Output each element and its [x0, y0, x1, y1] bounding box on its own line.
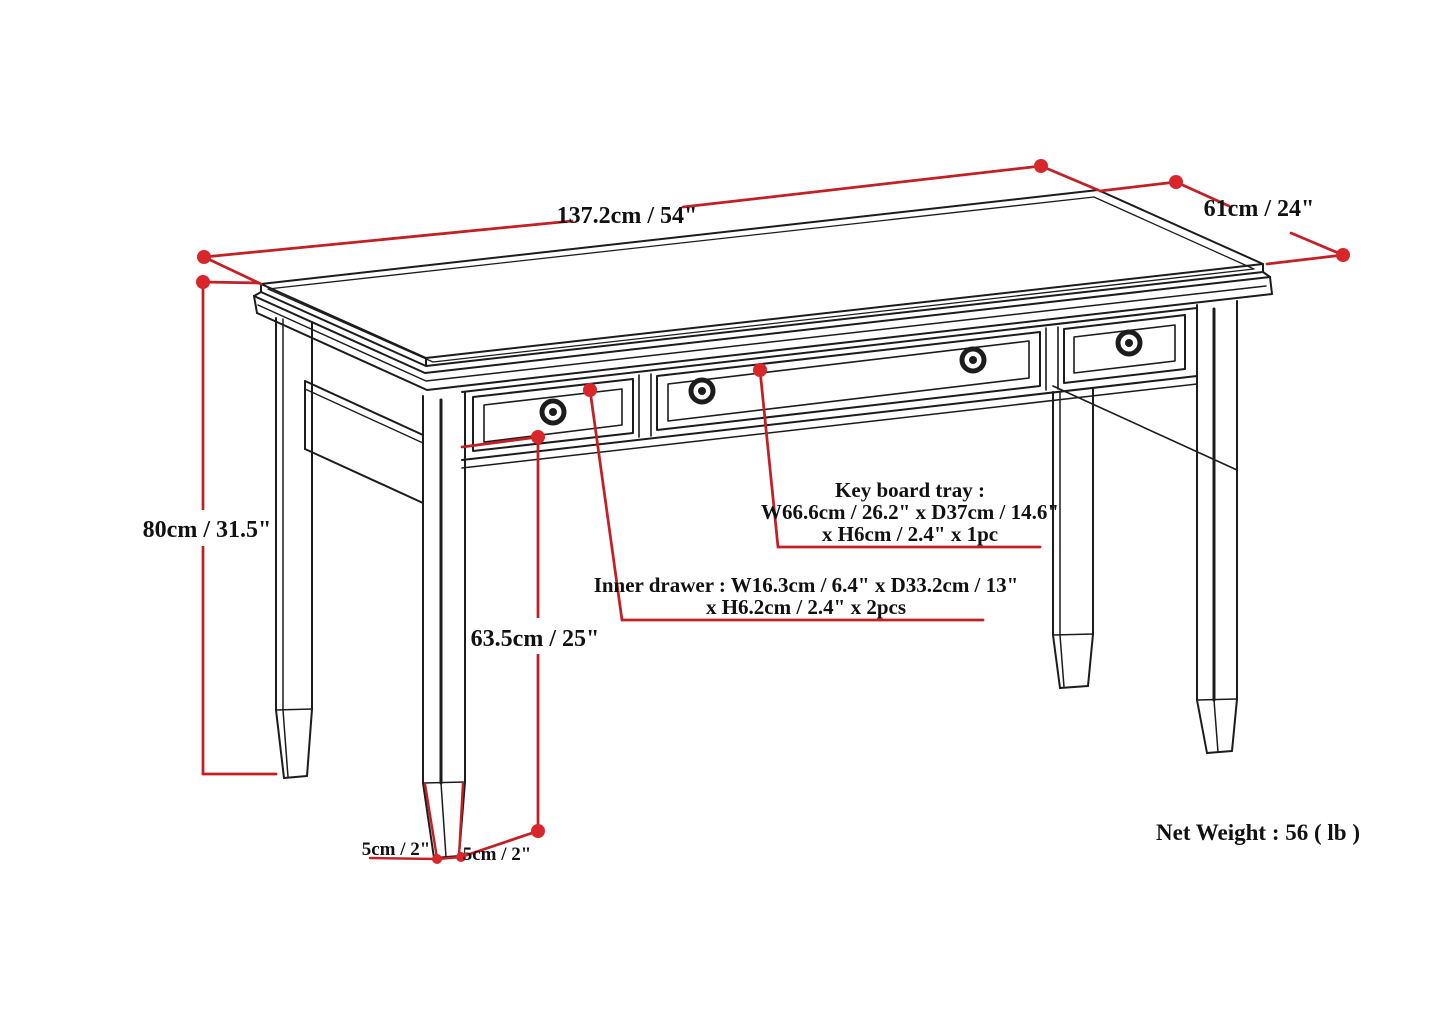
svg-text:x H6cm / 2.4" x 1pc: x H6cm / 2.4" x 1pc	[822, 522, 998, 546]
molding-step	[257, 285, 1267, 382]
back-right-leg	[1052, 387, 1094, 689]
left-drawer	[472, 378, 634, 452]
dim-height-label: 80cm / 31.5"	[143, 517, 272, 543]
apron-under-rail	[461, 383, 1198, 469]
right-drawer-knob	[1115, 329, 1143, 357]
left-drawer-knob	[539, 398, 567, 426]
dim-width-line	[202, 255, 263, 286]
svg-text:Inner drawer : W16.3cm / 6.4": Inner drawer : W16.3cm / 6.4" x D33.2cm …	[594, 573, 1019, 597]
desk-line-art	[253, 189, 1273, 859]
drawer-divider	[638, 373, 652, 438]
back-left-leg	[275, 317, 313, 779]
dim-depth-line	[1098, 180, 1178, 193]
center-drawer	[656, 331, 1041, 431]
keyboard-tray-note: Key board tray : W66.6cm / 26.2" x D37cm…	[761, 478, 1059, 546]
svg-text:W66.6cm / 26.2" x D37cm / 14.6: W66.6cm / 26.2" x D37cm / 14.6"	[761, 500, 1059, 524]
foot-dim-left-label: 5cm / 2"	[362, 839, 431, 860]
molding-top	[253, 276, 1271, 374]
center-drawer-knob-left	[688, 377, 716, 405]
svg-text:Key board tray :: Key board tray :	[835, 478, 985, 502]
apron-top-edge	[461, 307, 1198, 393]
dimension-dots	[196, 159, 1350, 864]
inner-drawer-note: Inner drawer : W16.3cm / 6.4" x D33.2cm …	[594, 573, 1019, 619]
right-drawer	[1063, 314, 1186, 384]
center-drawer-knob-right	[959, 346, 987, 374]
label-backings	[155, 510, 585, 654]
svg-text:x H6.2cm / 2.4" x 2pcs: x H6.2cm / 2.4" x 2pcs	[706, 595, 906, 619]
dim-width-label: 137.2cm / 54"	[557, 203, 698, 229]
drawer-divider	[1045, 326, 1059, 391]
tabletop-inset-edge	[267, 196, 1255, 363]
molding-bottom	[256, 293, 1273, 391]
front-right-leg	[1196, 300, 1238, 754]
foot-dim-right-label: 5cm / 2"	[463, 844, 532, 865]
right-side-rail	[1052, 385, 1238, 471]
front-left-leg	[422, 391, 466, 859]
dim-clearance-line	[460, 435, 540, 449]
tabletop-edge-band	[260, 271, 1264, 367]
dim-depth-label: 61cm / 24"	[1204, 196, 1315, 222]
dimension-lines	[201, 164, 1345, 861]
left-side-panel	[304, 380, 424, 504]
dim-height-line	[201, 280, 261, 285]
apron-bottom-edge	[461, 375, 1198, 461]
inner-drawer-leader	[588, 388, 985, 622]
net-weight-label: Net Weight : 56 ( lb )	[1156, 820, 1360, 845]
dim-clearance-label: 63.5cm / 25"	[471, 626, 600, 652]
keyboard-tray-leader	[758, 368, 1042, 549]
